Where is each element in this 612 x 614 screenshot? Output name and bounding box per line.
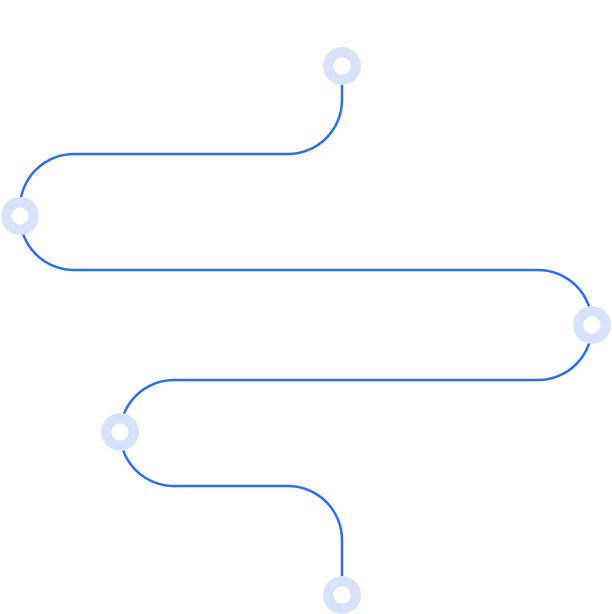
timeline-node-2 [1,197,39,235]
timeline-node-1 [323,47,361,85]
timeline-nodes [1,47,611,614]
timeline-node-5 [323,576,361,614]
timeline-node-center [333,57,351,75]
timeline-node-3 [573,306,611,344]
timeline-node-center [111,423,129,441]
timeline-node-center [583,316,601,334]
timeline-path [18,58,594,597]
timeline-node-center [11,207,29,225]
timeline-node-4 [101,413,139,451]
timeline-node-center [333,586,351,604]
